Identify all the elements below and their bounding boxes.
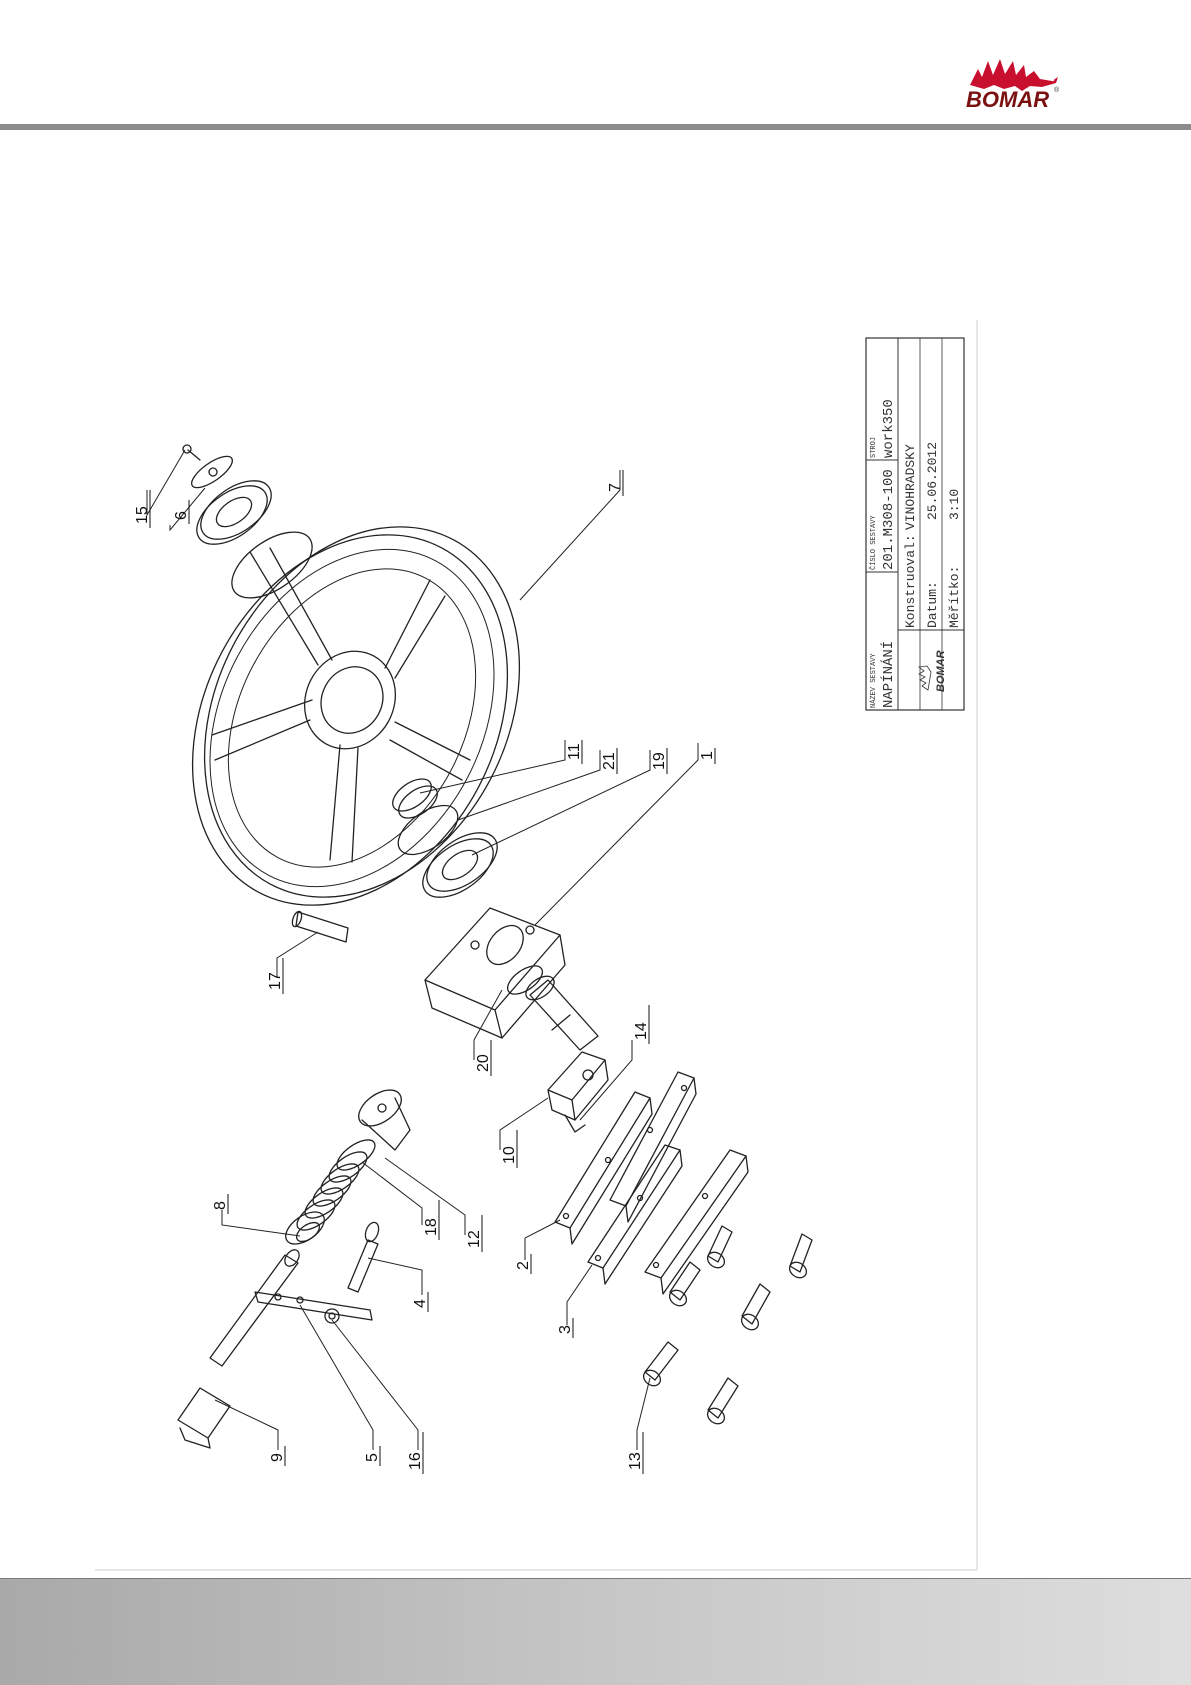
callout-7: 7 [607,483,624,492]
screw-part-13-b [705,1378,738,1427]
guide-bar-part-2-b [610,1072,696,1222]
callout-17: 17 [267,972,284,990]
callout-18: 18 [423,1218,440,1236]
screw-part-13-c [667,1262,700,1309]
title-block: NÁZEV SESTAVY NAPÍNÁNÍ ČÍSLO SESTAVY 201… [866,338,964,710]
spring-part-18 [292,1134,380,1236]
callout-5: 5 [364,1453,381,1462]
lever-part-5 [255,1292,372,1320]
callout-4: 4 [412,1299,429,1308]
retaining-ring-top [221,519,324,611]
guide-bar-part-3-b [645,1150,748,1294]
machine-label: STROJ [870,437,878,458]
screw-part-13-a [641,1342,678,1389]
nut-part-16 [325,1309,339,1323]
callout-21: 21 [601,752,618,770]
assembly-name: NAPÍNÁNÍ [879,641,897,708]
callout-20: 20 [475,1054,492,1072]
callout-1: 1 [699,751,716,760]
washer-part-15 [183,445,237,493]
screw-part-13-e [705,1226,732,1271]
guide-bar-part-3-a [588,1145,682,1284]
screw-part-13-f [787,1234,812,1281]
callout-11: 11 [566,743,583,760]
designer-name: VINOHRADSKY [903,444,918,530]
callout-15: 15 [134,506,151,524]
assembly-number-label: ČÍSLO SESTAVY [868,515,878,570]
tension-block-part-1 [425,908,565,1038]
designer-label: Konstruoval: [903,534,918,628]
callout-12: 12 [466,1230,483,1248]
spring-cap-part-12 [352,1083,410,1150]
assembly-number: 201.M308-100 [881,469,897,570]
pulley-wheel-part-7 [130,472,581,960]
callout-9: 9 [269,1453,286,1462]
machine-name: work350 [881,399,897,458]
callout-6: 6 [173,511,190,520]
shaft-part-14 [522,971,598,1050]
bolt-part-4 [348,1221,381,1292]
small-bomar-logo-text: BOMAR [935,650,947,692]
callout-8: 8 [212,1201,229,1210]
callout-2: 2 [515,1261,532,1270]
scale-value: 3:10 [947,489,962,520]
callout-3: 3 [557,1325,574,1334]
date-value: 25.06.2012 [925,442,940,520]
date-label: Datum: [925,581,940,628]
drawing-frame [95,320,977,1570]
footer-bar [0,1578,1191,1685]
callout-14: 14 [633,1022,650,1040]
assembly-name-label: NÁZEV SESTAVY [869,653,878,708]
pin-part-17 [291,910,348,942]
tension-rod-part-9 [178,1247,302,1448]
callout-16: 16 [407,1452,424,1470]
guide-bar-part-2-a [555,1092,652,1244]
callout-19: 19 [651,752,668,770]
bearing-part-6 [187,469,282,556]
slider-block-part-10 [548,1052,608,1132]
screw-part-13-d [739,1284,770,1333]
callout-10: 10 [501,1146,518,1164]
scale-label: Měřítko: [947,566,962,628]
callout-13: 13 [627,1452,644,1470]
